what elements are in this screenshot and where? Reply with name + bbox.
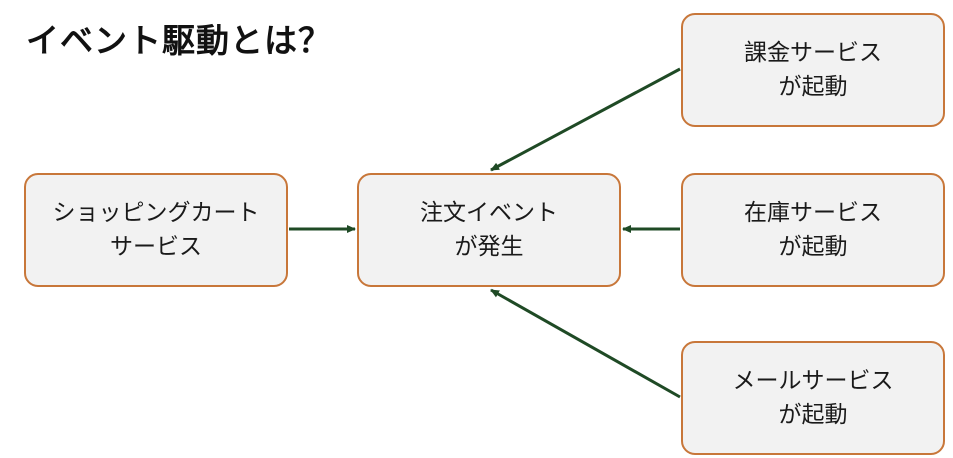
node-order-event: 注文イベント が発生	[357, 173, 621, 287]
node-label-line2: が起動	[778, 234, 848, 260]
node-label-line1: ショッピングカート	[52, 200, 260, 226]
node-shopping-cart-service: ショッピングカート サービス	[24, 173, 288, 287]
node-label-line1: 在庫サービス	[744, 200, 882, 226]
node-label-line1: 注文イベント	[420, 200, 558, 226]
node-billing-service: 課金サービス が起動	[681, 13, 945, 127]
node-label-line2: が起動	[778, 402, 848, 428]
node-label-line1: 課金サービス	[744, 40, 882, 66]
edge-billing-to-order	[490, 67, 681, 172]
node-label-line2: が発生	[454, 234, 524, 260]
node-label-line1: メールサービス	[732, 368, 894, 394]
node-mail-service: メールサービス が起動	[681, 341, 945, 455]
node-inventory-service: 在庫サービス が起動	[681, 173, 945, 287]
page-title: イベント駆動とは？	[26, 21, 332, 60]
node-label-line2: サービス	[110, 234, 202, 260]
edge-mail-to-order	[490, 288, 681, 399]
node-label-line2: が起動	[778, 74, 848, 100]
